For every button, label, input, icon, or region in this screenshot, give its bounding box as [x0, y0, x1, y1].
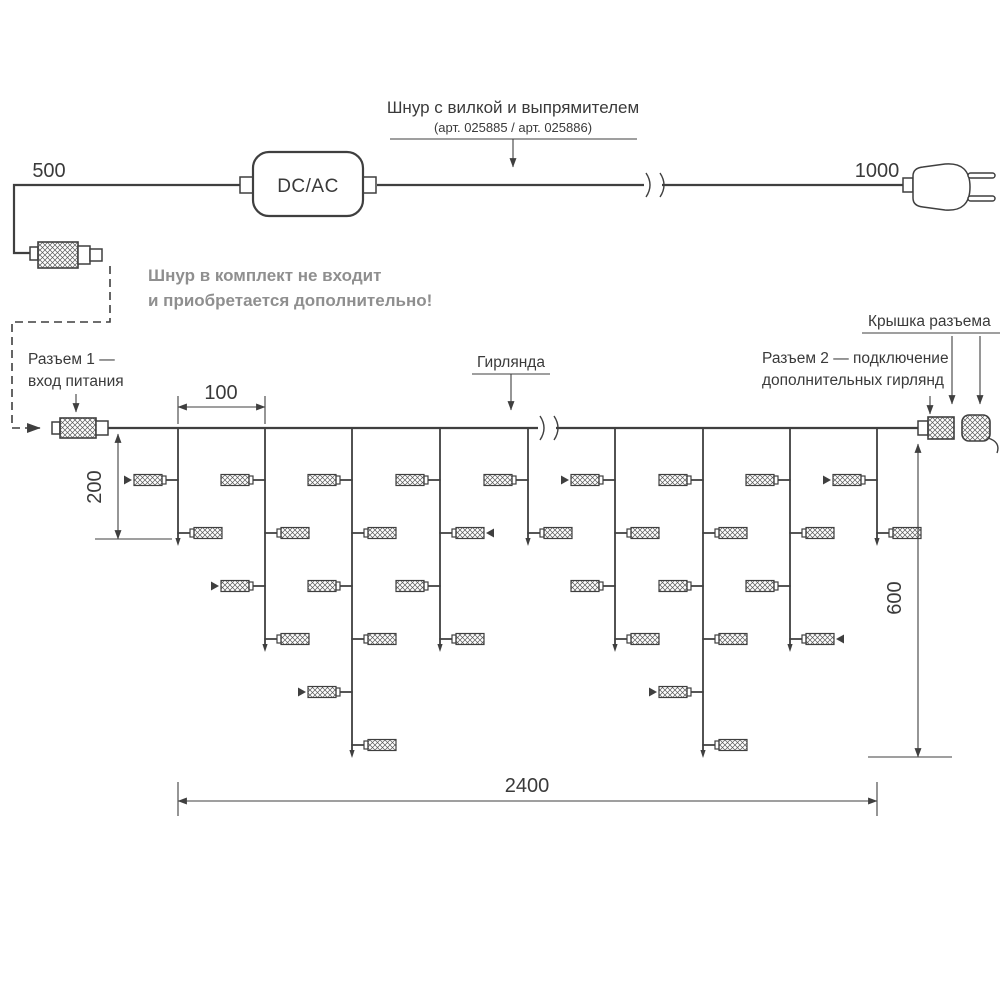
garland-label: Гирлянда [477, 354, 545, 371]
connector2-callout: Разъем 2 — подключение дополнительных ги… [762, 350, 949, 415]
plug-body [912, 163, 971, 211]
connector2-label-line2: дополнительных гирлянд [762, 372, 944, 389]
dc-connector-tip [89, 248, 103, 262]
dcac-converter: DC/AC [239, 150, 377, 218]
dim-2400-label: 2400 [505, 775, 550, 797]
power-cord-section: DC/AC 500 1000 Шнур с вилкой и выпрямите… [12, 98, 996, 269]
dimension-2400: 2400 [177, 775, 878, 816]
dimension-100: 100 [177, 382, 266, 424]
dim-200-label: 200 [84, 470, 106, 503]
connector2-step [917, 420, 929, 436]
dc-connector-boot [29, 246, 39, 261]
dcac-right-stub [362, 176, 377, 194]
dcac-label: DC/AC [277, 176, 339, 197]
dashed-cable-route [11, 266, 111, 434]
garland-drops [124, 427, 922, 758]
dim-500-label: 500 [32, 160, 65, 182]
note-line2: и приобретается дополнительно! [148, 291, 432, 310]
garland-callout: Гирлянда [472, 354, 550, 411]
connector1-boot [51, 421, 61, 435]
power-plug [902, 163, 996, 211]
dc-connector-body [37, 241, 79, 269]
cord-break-symbol [645, 172, 665, 198]
connector-cap [961, 414, 999, 454]
dim-100-label: 100 [204, 382, 237, 404]
plug-pin-top [967, 172, 996, 179]
garland-connector-left [51, 417, 109, 439]
connector2-body [927, 416, 955, 440]
dcac-box [251, 150, 365, 218]
connector2-label-line1: Разъем 2 — подключение [762, 350, 949, 367]
cord-callout: Шнур с вилкой и выпрямителем (арт. 02588… [387, 98, 639, 168]
cord-label-line2: (арт. 025885 / арт. 025886) [434, 120, 592, 135]
accessory-note: Шнур в комплект не входит и приобретаетс… [148, 266, 432, 310]
plug-boot [902, 177, 914, 193]
dimension-600: 600 [868, 443, 952, 758]
cord-wire-left [12, 183, 241, 255]
dcac-left-stub [239, 176, 254, 194]
connector1-step [95, 420, 109, 436]
plug-pin-bottom [967, 195, 996, 202]
cap-callout: Крышка разъема [862, 313, 1000, 405]
dc-connector-step [77, 245, 91, 265]
note-line1: Шнур в комплект не входит [148, 266, 381, 285]
connector1-callout: Разъем 1 — вход питания [28, 351, 124, 413]
cord-label-line1: Шнур с вилкой и выпрямителем [387, 98, 639, 117]
garland-break-symbol [539, 415, 559, 441]
connector-cap-tether [987, 437, 999, 454]
garland-connector-right [917, 416, 955, 440]
dc-connector [29, 241, 103, 269]
connector-cap-body [961, 414, 991, 442]
garland-section: Разъем 1 — вход питания Гирлянда Крышка … [28, 313, 1000, 816]
dimension-200: 200 [84, 433, 172, 540]
connector1-label-line2: вход питания [28, 373, 124, 390]
dim-600-label: 600 [884, 581, 906, 614]
dim-1000-label: 1000 [855, 160, 900, 182]
cap-label: Крышка разъема [868, 313, 991, 330]
connector1-label-line1: Разъем 1 — [28, 351, 115, 368]
connector1-body [59, 417, 97, 439]
